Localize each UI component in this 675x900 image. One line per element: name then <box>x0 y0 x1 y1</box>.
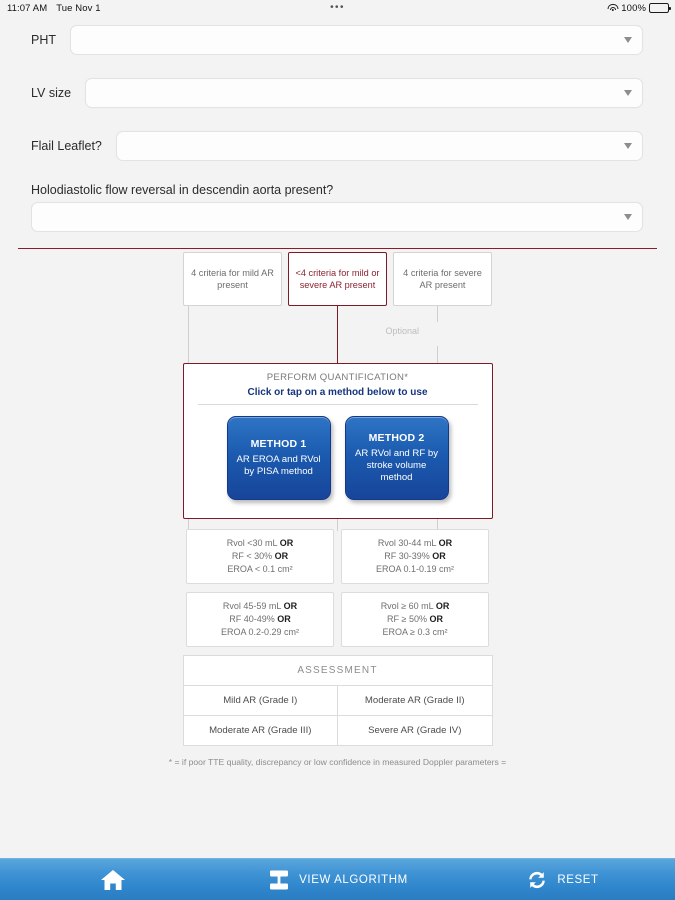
reset-button[interactable]: RESET <box>450 869 675 891</box>
criteria-box-moderate-3: Rvol 45-59 mL OR RF 40-49% OR EROA 0.2-0… <box>186 592 334 647</box>
assessment-table: ASSESSMENT Mild AR (Grade I) Moderate AR… <box>182 655 493 746</box>
label-pht: PHT <box>31 33 56 47</box>
reset-label: RESET <box>557 873 599 886</box>
chevron-down-icon <box>624 90 632 96</box>
criteria-connector-right <box>436 519 438 531</box>
criteria-2-line-3: EROA 0.1-0.19 cm² <box>375 564 455 574</box>
view-algorithm-label: VIEW ALGORITHM <box>299 873 408 886</box>
method-1-button[interactable]: METHOD 1 AR EROA and RVol by PISA method <box>226 416 331 500</box>
algorithm-diagram: 4 criteria for mild AR present <4 criter… <box>0 252 675 767</box>
criteria-3-line-1: Rvol 45-59 mL <box>222 601 284 611</box>
criteria-3-bold-2: OR <box>277 614 291 624</box>
connector-group: Optional <box>183 306 493 363</box>
battery-icon <box>649 3 671 13</box>
wifi-icon <box>607 4 619 13</box>
optional-label: Optional <box>385 326 420 336</box>
criteria-2-line-2: RF 30-39% <box>384 551 433 561</box>
method-2-button[interactable]: METHOD 2 AR RVol and RF by stroke volume… <box>344 416 449 500</box>
label-flail-leaflet: Flail Leaflet? <box>31 139 102 153</box>
criteria-3-line-2: RF 40-49% <box>229 614 278 624</box>
criteria-4-line-2: RF ≥ 50% <box>387 614 430 624</box>
criteria-4-line-3: EROA ≥ 0.3 cm² <box>382 627 448 637</box>
criteria-top-row: 4 criteria for mild AR present <4 criter… <box>183 252 493 306</box>
bottom-toolbar: VIEW ALGORITHM RESET <box>0 858 675 900</box>
connector-right-top <box>436 306 438 322</box>
refresh-icon <box>526 869 548 891</box>
method-button-group: METHOD 1 AR EROA and RVol by PISA method… <box>190 416 486 506</box>
criteria-2-bold-2: OR <box>432 551 446 561</box>
method-2-desc: AR RVol and RF by stroke volume method <box>354 448 438 483</box>
top-box-mild[interactable]: 4 criteria for mild AR present <box>183 252 282 306</box>
status-time: 11:07 AM <box>7 2 48 14</box>
criteria-box-moderate-2: Rvol 30-44 mL OR RF 30-39% OR EROA 0.1-0… <box>341 529 489 584</box>
criteria-2-line-1: Rvol 30-44 mL <box>377 538 439 548</box>
criteria-1-bold-2: OR <box>274 551 289 561</box>
algorithm-footnote: * = if poor TTE quality, discrepancy or … <box>168 757 507 767</box>
sitemap-icon <box>268 869 290 891</box>
method-1-title: METHOD 1 <box>250 438 307 450</box>
chevron-down-icon <box>624 37 632 43</box>
criteria-box-severe: Rvol ≥ 60 mL OR RF ≥ 50% OR EROA ≥ 0.3 c… <box>341 592 489 647</box>
select-flail-leaflet[interactable] <box>115 131 643 161</box>
status-dots: ••• <box>330 2 345 13</box>
table-row: Moderate AR (Grade III) Severe AR (Grade… <box>184 716 492 745</box>
criteria-2-bold-1: OR <box>438 538 453 548</box>
criteria-4-line-1: Rvol ≥ 60 mL <box>380 601 436 611</box>
assessment-header: ASSESSMENT <box>183 656 492 686</box>
chevron-down-icon <box>624 143 632 149</box>
assessment-cell-grade-3: Moderate AR (Grade III) <box>209 725 312 736</box>
connector-right-bottom <box>436 346 438 363</box>
view-algorithm-button[interactable]: VIEW ALGORITHM <box>226 869 450 891</box>
label-lv-size: LV size <box>31 86 72 100</box>
connector-left <box>187 306 189 363</box>
criteria-4-bold-1: OR <box>435 601 450 611</box>
criteria-section: Rvol <30 mL OR RF < 30% OR EROA < 0.1 cm… <box>183 519 493 647</box>
field-row-lv-size: LV size <box>0 78 675 108</box>
status-right-cluster: 100% <box>607 2 671 14</box>
field-row-flail-leaflet: Flail Leaflet? <box>0 131 675 161</box>
criteria-1-bold-1: OR <box>279 538 294 548</box>
assessment-cell-grade-4: Severe AR (Grade IV) <box>337 716 492 745</box>
quantification-title: PERFORM QUANTIFICATION* <box>266 372 409 383</box>
connector-middle <box>336 306 339 363</box>
chevron-down-icon <box>624 214 632 220</box>
method-1-desc: AR EROA and RVol by PISA method <box>236 454 321 477</box>
criteria-1-line-1: Rvol <30 mL <box>226 538 280 548</box>
criteria-row-1: Rvol <30 mL OR RF < 30% OR EROA < 0.1 cm… <box>183 529 493 584</box>
criteria-box-mild: Rvol <30 mL OR RF < 30% OR EROA < 0.1 cm… <box>186 529 334 584</box>
quantification-rule <box>197 404 478 405</box>
label-holodiastolic: Holodiastolic flow reversal in descendin… <box>31 183 334 197</box>
home-icon <box>100 868 126 892</box>
status-bar: 11:07 AM Tue Nov 1 ••• 100% <box>0 0 675 16</box>
criteria-connector-left <box>187 519 189 531</box>
assessment-cell-grade-1: Mild AR (Grade I) <box>223 695 298 706</box>
top-box-indeterminate[interactable]: <4 criteria for mild or severe AR presen… <box>288 252 387 306</box>
criteria-3-bold-1: OR <box>283 601 298 611</box>
quantification-panel: PERFORM QUANTIFICATION* Click or tap on … <box>182 363 493 519</box>
criteria-4-bold-2: OR <box>429 614 443 624</box>
criteria-connector-mid <box>336 519 338 531</box>
select-holodiastolic[interactable] <box>31 202 643 232</box>
field-block-holodiastolic: Holodiastolic flow reversal in descendin… <box>0 183 675 232</box>
battery-percent: 100% <box>621 2 646 14</box>
criteria-3-line-3: EROA 0.2-0.29 cm² <box>220 627 300 637</box>
method-2-title: METHOD 2 <box>368 432 425 444</box>
criteria-1-line-3: EROA < 0.1 cm² <box>227 564 293 574</box>
table-row: Mild AR (Grade I) Moderate AR (Grade II) <box>183 686 492 716</box>
home-button[interactable] <box>0 868 226 892</box>
criteria-1-line-2: RF < 30% <box>231 551 275 561</box>
status-date: Tue Nov 1 <box>56 2 101 14</box>
field-row-pht: PHT <box>0 25 675 55</box>
top-box-severe[interactable]: 4 criteria for severe AR present <box>393 252 492 306</box>
select-pht[interactable] <box>70 25 643 55</box>
section-divider <box>18 248 657 249</box>
assessment-cell-grade-2: Moderate AR (Grade II) <box>337 686 492 715</box>
form-area: PHT LV size Flail Leaflet? Holodiastolic… <box>0 16 675 249</box>
quantification-subtitle: Click or tap on a method below to use <box>247 387 428 398</box>
select-lv-size[interactable] <box>85 78 643 108</box>
criteria-row-2: Rvol 45-59 mL OR RF 40-49% OR EROA 0.2-0… <box>183 592 493 647</box>
